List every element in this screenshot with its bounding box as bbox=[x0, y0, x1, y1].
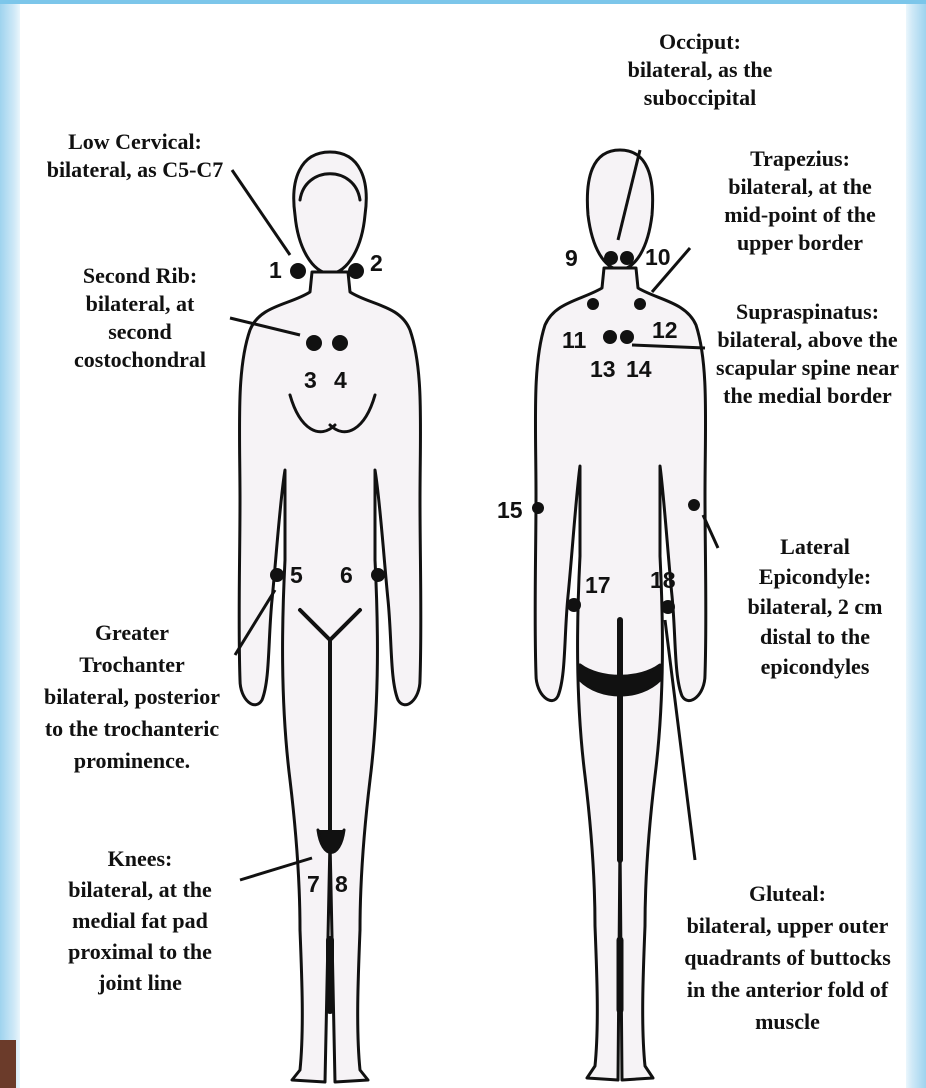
point-number-3: 3 bbox=[304, 368, 317, 392]
point-number-11: 11 bbox=[562, 328, 586, 352]
point-number-18: 18 bbox=[650, 568, 676, 592]
point-number-2: 2 bbox=[370, 251, 383, 275]
point-number-17: 17 bbox=[585, 573, 611, 597]
point-number-9: 9 bbox=[565, 246, 578, 270]
label-low-cervical: Low Cervical:bilateral, as C5-C7 bbox=[30, 128, 240, 184]
point-number-7: 7 bbox=[307, 872, 320, 896]
point-number-5: 5 bbox=[290, 563, 303, 587]
point-number-12: 12 bbox=[652, 318, 678, 342]
point-number-8: 8 bbox=[335, 872, 348, 896]
point-number-6: 6 bbox=[340, 563, 353, 587]
point-number-13: 13 bbox=[590, 357, 616, 381]
point-number-15: 15 bbox=[497, 498, 523, 522]
point-number-10: 10 bbox=[645, 245, 671, 269]
point-number-14: 14 bbox=[626, 357, 652, 381]
point-number-1: 1 bbox=[269, 258, 282, 282]
point-number-4: 4 bbox=[334, 368, 347, 392]
front-body-figure bbox=[239, 152, 421, 1082]
